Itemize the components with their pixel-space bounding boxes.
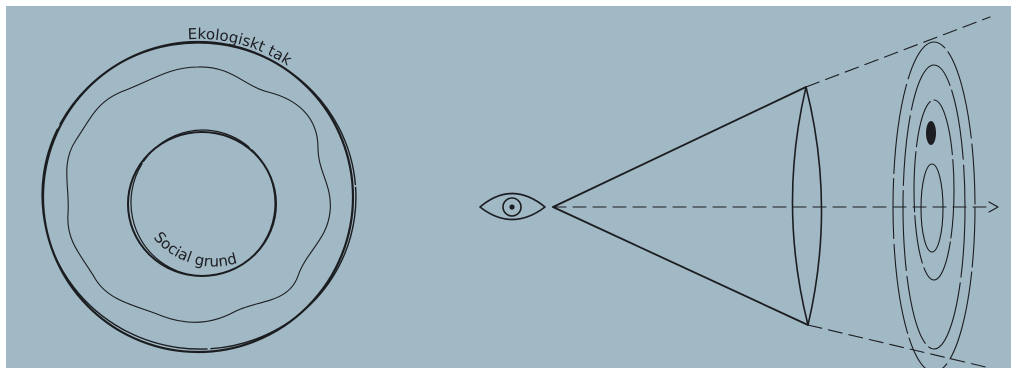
target-ellipses [893, 42, 975, 368]
arrow-right-icon [989, 202, 998, 212]
vision-cone-diagram [480, 17, 998, 368]
illustration-panel: Ekologiskt tak Social grund [6, 6, 1011, 368]
ecological-ceiling-label: Ekologiskt tak [187, 25, 295, 70]
dashed-cone-extension [806, 17, 990, 368]
wavy-boundary [67, 67, 331, 322]
diagram-canvas: Ekologiskt tak Social grund [6, 6, 1011, 368]
eye-icon [480, 194, 545, 220]
ecological-ceiling-ring [22, 23, 376, 368]
doughnut-diagram: Ekologiskt tak Social grund [22, 23, 376, 368]
solid-cone [553, 87, 822, 325]
focus-dot [926, 121, 936, 145]
view-axis [553, 202, 998, 212]
